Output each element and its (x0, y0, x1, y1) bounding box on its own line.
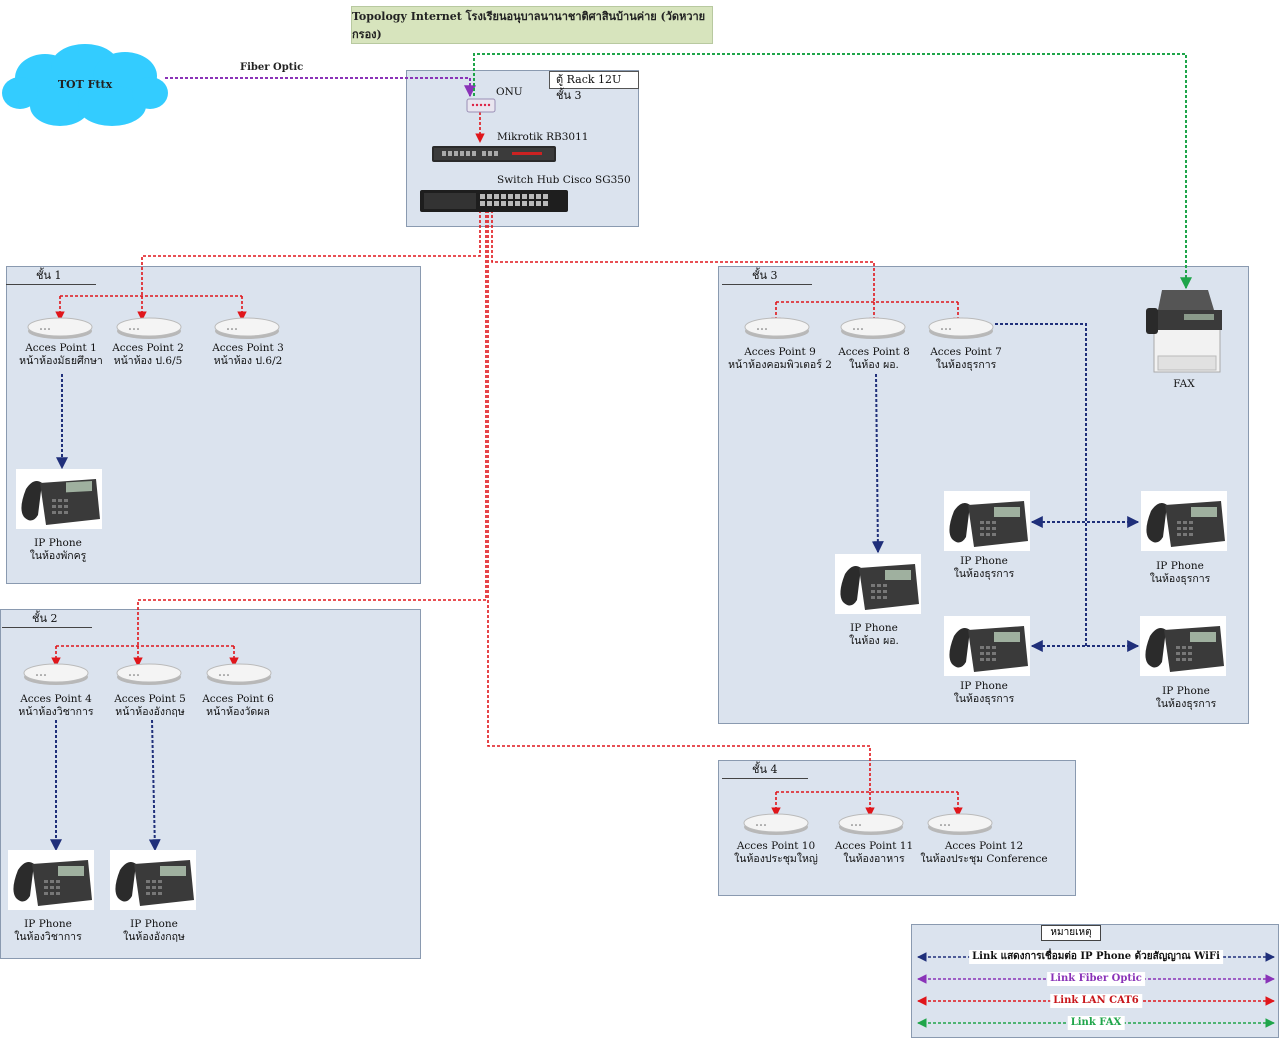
fax-icon (1146, 290, 1222, 373)
legend-wifi-label: Link แสดงการเชื่อมต่อ IP Phone ด้วยสัญญา… (969, 950, 1223, 964)
switch-device-icon (420, 190, 568, 212)
legend-lan-label: Link LAN CAT6 (1050, 994, 1142, 1008)
legend-fiber-row: Link Fiber Optic (912, 972, 1280, 986)
ip-phone-icon (1140, 616, 1226, 676)
floor2-tag: ชั้น 2 (2, 611, 92, 628)
onu-label: ONU (496, 86, 523, 98)
floor1-tag: ชั้น 1 (6, 268, 96, 285)
ip-phone-icon (1141, 491, 1227, 551)
legend-fax-label: Link FAX (1067, 1016, 1125, 1030)
access-point-icon (116, 663, 182, 685)
access-point-icon (927, 813, 993, 835)
fiber-optic-label: Fiber Optic (240, 62, 304, 73)
diagram-title: Topology Internet โรงเรียนอนุบาลนานาชาติ… (351, 6, 713, 44)
access-point-icon (744, 317, 810, 339)
ip-phone-icon (835, 554, 921, 614)
legend-fiber-label: Link Fiber Optic (1047, 972, 1145, 986)
ip-phone-icon (8, 850, 94, 910)
router-device-icon (432, 146, 556, 162)
legend-title: หมายเหตุ (1041, 925, 1101, 941)
fax-label: FAX (1173, 378, 1195, 390)
ip-phone-icon (16, 469, 102, 529)
ip-phone-icon (110, 850, 196, 910)
floor4-tag: ชั้น 4 (722, 762, 808, 779)
access-point-icon (928, 317, 994, 339)
access-point-icon (840, 317, 906, 339)
legend-lan-row: Link LAN CAT6 (912, 994, 1280, 1008)
access-point-icon (23, 663, 89, 685)
ip-phone-icon (944, 491, 1030, 551)
onu-device-icon (466, 98, 496, 113)
access-point-icon (743, 813, 809, 835)
access-point-icon (116, 317, 182, 339)
access-point-icon (206, 663, 272, 685)
access-point-icon (838, 813, 904, 835)
legend-wifi-row: Link แสดงการเชื่อมต่อ IP Phone ด้วยสัญญา… (912, 950, 1280, 964)
router-label: Mikrotik RB3011 (497, 131, 589, 143)
switch-label: Switch Hub Cisco SG350 (497, 174, 631, 186)
access-point-icon (214, 317, 280, 339)
ip-phone-icon (944, 616, 1030, 676)
floor3-tag: ชั้น 3 (722, 268, 812, 285)
cloud-label: TOT Fttx (57, 78, 113, 91)
legend: Link แสดงการเชื่อมต่อ IP Phone ด้วยสัญญา… (911, 924, 1279, 1038)
access-point-icon (27, 317, 93, 339)
cloud-icon (2, 44, 168, 126)
legend-fax-row: Link FAX (912, 1016, 1280, 1030)
rack-tag: ตู้ Rack 12U ชั้น 3 (549, 71, 639, 102)
